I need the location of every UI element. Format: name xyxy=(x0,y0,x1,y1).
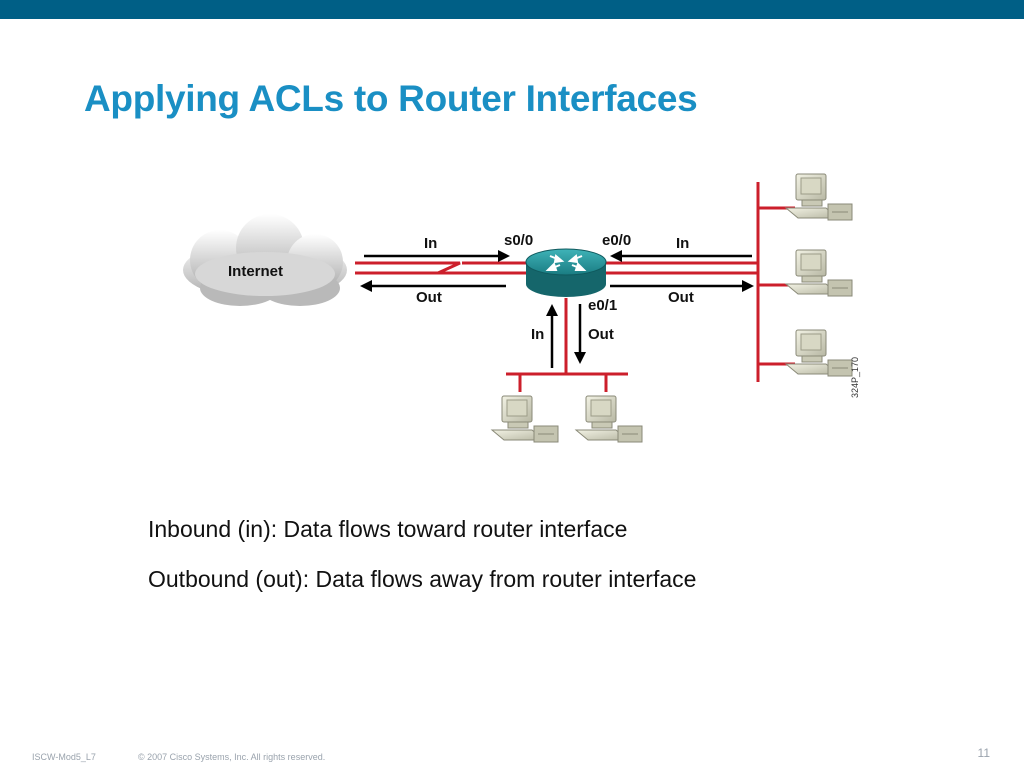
interface-s00-label: s0/0 xyxy=(504,232,533,249)
page-number: 11 xyxy=(977,746,990,760)
computer-icon xyxy=(785,173,853,221)
serial-out-label: Out xyxy=(416,289,442,306)
e01-in-label: In xyxy=(531,326,544,343)
inbound-definition: Inbound (in): Data flows toward router i… xyxy=(148,516,628,542)
serial-link xyxy=(355,261,530,275)
slide-title: Applying ACLs to Router Interfaces xyxy=(84,78,698,119)
interface-e00-label: e0/0 xyxy=(602,232,631,249)
serial-in-arrow xyxy=(364,250,510,262)
outbound-definition: Outbound (out): Data flows away from rou… xyxy=(148,566,697,592)
cloud-label: Internet xyxy=(228,263,283,280)
ethernet0-link xyxy=(605,261,758,275)
e00-out-arrow xyxy=(610,280,754,292)
router-icon xyxy=(525,248,607,297)
interface-e01-label: e0/1 xyxy=(588,297,617,314)
internet-cloud-icon xyxy=(183,214,347,306)
e00-in-arrow xyxy=(610,250,752,262)
e00-in-label: In xyxy=(676,235,689,252)
serial-in-label: In xyxy=(424,235,437,252)
serial-out-arrow xyxy=(360,280,506,292)
ethernet1-link xyxy=(506,298,628,392)
computer-icon xyxy=(575,395,643,443)
network-diagram-svg: Internet xyxy=(183,173,860,443)
network-diagram: Internet xyxy=(170,170,870,470)
footer-course-id: ISCW-Mod5_L7 xyxy=(32,752,96,762)
e00-out-label: Out xyxy=(668,289,694,306)
header-band xyxy=(0,0,1024,19)
e01-out-label: Out xyxy=(588,326,614,343)
e01-out-arrow xyxy=(574,304,586,364)
footer-copyright: © 2007 Cisco Systems, Inc. All rights re… xyxy=(138,752,326,762)
computer-icon xyxy=(785,249,853,297)
computer-icon xyxy=(785,329,853,377)
e01-in-arrow xyxy=(546,304,558,368)
figure-id: 324P_170 xyxy=(850,357,860,398)
computer-icon xyxy=(491,395,559,443)
right-ethernet-bus xyxy=(756,182,795,382)
